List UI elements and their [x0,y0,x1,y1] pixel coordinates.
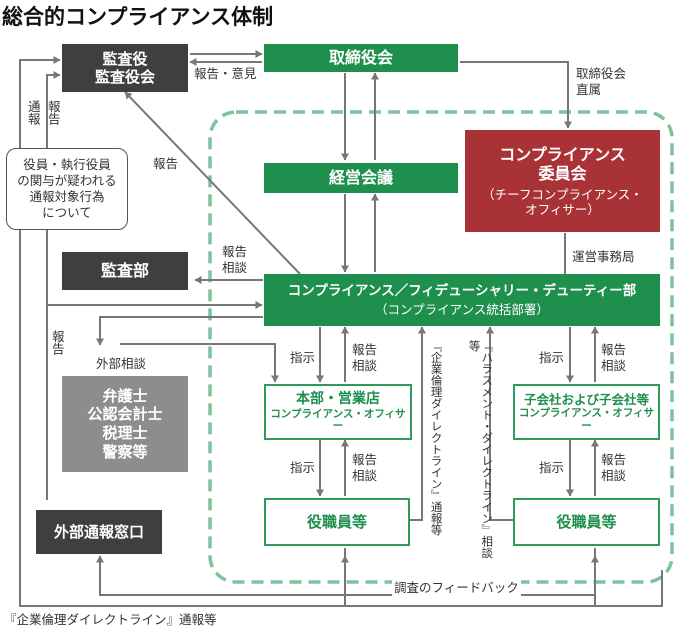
hokoku-iken-label: 報告・意見 [194,66,257,81]
hokoku-left-label: 報告 [49,330,65,355]
yakushokuin-left-box: 役職員等 [264,498,410,546]
zeirishi-label: 税理士 [102,424,148,442]
keiei-kaigi-label: 経営会議 [328,168,393,188]
keisatsu-label: 警察等 [102,442,148,461]
kansayaku-line2: 監査役会 [94,68,155,86]
chokuzoku-line1: 取締役会 [576,66,627,81]
gaibu-sodan-label: 外部相談 [96,356,147,371]
kaikeishi-label: 公認会計士 [87,405,163,424]
footer-label: 『企業倫理ダイレクトライン』通報等 [4,612,217,627]
kogaisha-officer-line2: コンプライアンス・オフィサー [518,406,655,432]
compliance-iinkai-line1: コンプライアンス [499,144,626,164]
tsuho-label: 通報 [25,100,41,125]
torishimariyakukai-box: 取締役会 [264,44,458,72]
sodan-line-5: 相談 [601,467,627,483]
kogaisha-officer-box: 子会社および子会社等 コンプライアンス・オフィサー [513,384,660,440]
hokoku-top-label: 報告 [45,100,61,125]
hokoku-line: 報告 [222,244,248,259]
compliance-iinkai-box: コンプライアンス 委員会 （チーフコンプライアンス・ オフィサー） [465,130,660,232]
hokoku-sodan-kansabu-label: 報告 相談 [222,244,247,275]
kansayaku-box: 監査役 監査役会 [62,44,188,92]
hokoku-diag-label: 報告 [153,156,179,171]
gaibu-senmonka-box: 弁護士 公認会計士 税理士 警察等 [62,376,188,472]
shiji-yakushokuin-left-label: 指示 [290,460,316,475]
yakushokuin-left-label: 役職員等 [306,513,367,531]
hokoku-line-3: 報告 [601,342,627,357]
gaibu-tsuho-box: 外部通報窓口 [36,510,162,554]
compliance-iinkai-sub1: （チーフコンプライアンス・ [482,187,643,203]
hokoku-line-4: 報告 [352,452,378,467]
sodan-line-4: 相談 [352,467,378,483]
sodan-line-3: 相談 [601,357,627,373]
yakushokuin-right-label: 役職員等 [556,513,617,531]
kansayaku-line1: 監査役 [102,50,148,68]
hokoku-line-2: 報告 [352,342,378,357]
group-frame [208,110,674,584]
hokoku-sodan-kogaisha-label: 報告 相談 [601,342,626,373]
kigyo-line-label: 『企業倫理ダイレクトライン』通報等 [429,340,444,536]
harassment-line-label: 『ハラスメント・ダイレクトライン』相談等 [467,340,495,559]
fiduciary-bu-label: コンプライアンス／フィデューシャリー・デューティー部 [287,283,637,300]
sodan-line-2: 相談 [352,357,378,373]
hokoku-sodan-yakushokuin-right-label: 報告 相談 [601,452,626,483]
fiduciary-bu-sub: （コンプライアンス統括部署） [375,301,549,317]
note-line1: 役員・執行役員 [23,156,111,172]
gaibu-tsuho-label: 外部通報窓口 [53,523,144,541]
bengoshi-label: 弁護士 [102,386,148,405]
honbu-officer-line1: 本部・営業店 [296,391,380,407]
torishimariyakukai-label: 取締役会 [328,48,393,68]
compliance-iinkai-line2: 委員会 [538,164,587,183]
kansabu-label: 監査部 [100,261,149,281]
yakushokuin-right-box: 役職員等 [513,498,660,546]
hokoku-sodan-honbu-label: 報告 相談 [352,342,377,373]
note-line3: 通報対象行為 [29,189,105,204]
page-title: 総合的コンプライアンス体制 [2,5,274,29]
uneijimukyoku-label: 運営事務局 [572,249,635,264]
kansabu-box: 監査部 [62,252,188,290]
chokuzoku-label: 取締役会 直属 [576,66,626,97]
shiji-yakushokuin-right-label: 指示 [539,460,565,475]
keiei-kaigi-box: 経営会議 [264,163,458,193]
chosa-feedback-label: 調査のフィードバック [392,580,521,596]
note-line4: について [42,205,92,221]
honbu-officer-box: 本部・営業店 コンプライアンス・オフィサー [264,384,412,440]
compliance-iinkai-sub2: オフィサー） [525,202,600,218]
shiji-honbu-label: 指示 [290,350,316,365]
kogaisha-officer-line1: 子会社および子会社等 [523,391,649,407]
note-box: 役員・執行役員 の関与が疑われる 通報対象行為 について [6,148,128,230]
hokoku-line-5: 報告 [601,452,627,467]
note-line2: の関与が疑われる [17,172,117,188]
hokoku-sodan-yakushokuin-left-label: 報告 相談 [352,452,377,483]
sodan-line: 相談 [222,259,248,275]
chokuzoku-line2: 直属 [576,81,602,97]
shiji-kogaisha-label: 指示 [539,350,565,365]
fiduciary-bu-box: コンプライアンス／フィデューシャリー・デューティー部 （コンプライアンス統括部署… [264,274,660,326]
honbu-officer-line2: コンプライアンス・オフィサー [270,407,406,433]
